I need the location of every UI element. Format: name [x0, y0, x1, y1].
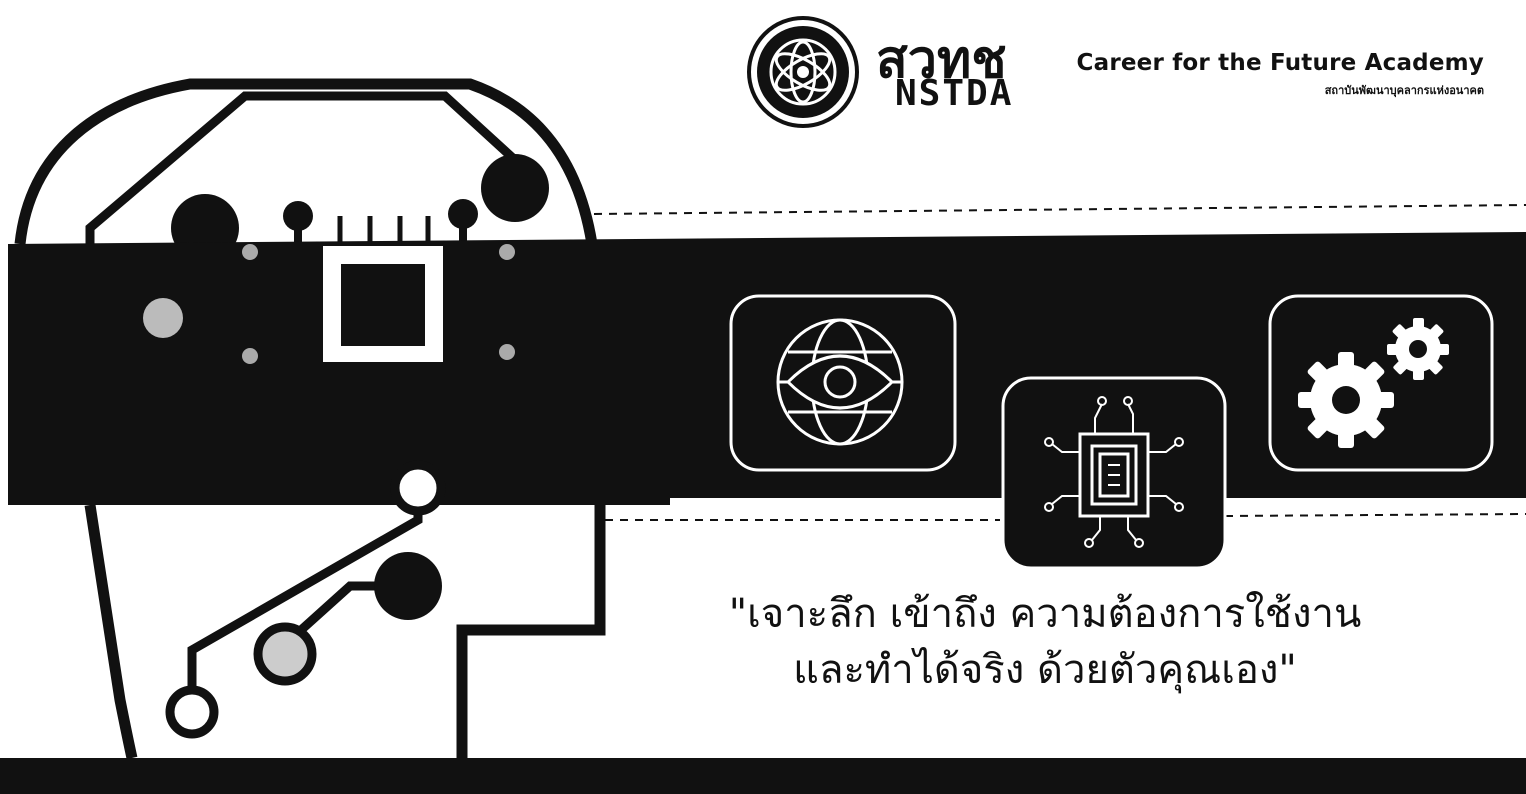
academy-heading: Career for the Future Academy สถาบันพัฒน… — [1077, 50, 1484, 99]
tagline-line-2: และทำได้จริง ด้วยตัวคุณเอง" — [793, 647, 1297, 693]
microchip-icon — [1001, 376, 1227, 570]
dashed-line-bottom-right — [1224, 513, 1526, 517]
dashed-line-top — [593, 204, 1526, 215]
gears-icon — [1268, 294, 1494, 472]
logo-text-th: สวทช — [876, 30, 1007, 90]
nstda-emblem-icon — [747, 16, 859, 128]
bottom-bar — [0, 758, 1526, 794]
band-chip — [143, 244, 515, 364]
head-lower-circuits — [165, 460, 446, 739]
globe-eye-icon — [729, 294, 957, 472]
tagline-line-1: "เจาะลึก เข้าถึง ความต้องการใช้งาน — [728, 591, 1362, 637]
academy-subtitle: สถาบันพัฒนาบุคลากรแห่งอนาคต — [1324, 84, 1484, 97]
logo-text-en: NSTDA — [895, 73, 1014, 114]
academy-name: Career for the Future Academy — [1076, 50, 1484, 76]
tagline: "เจาะลึก เข้าถึง ความต้องการใช้งาน และทำ… — [615, 586, 1475, 698]
